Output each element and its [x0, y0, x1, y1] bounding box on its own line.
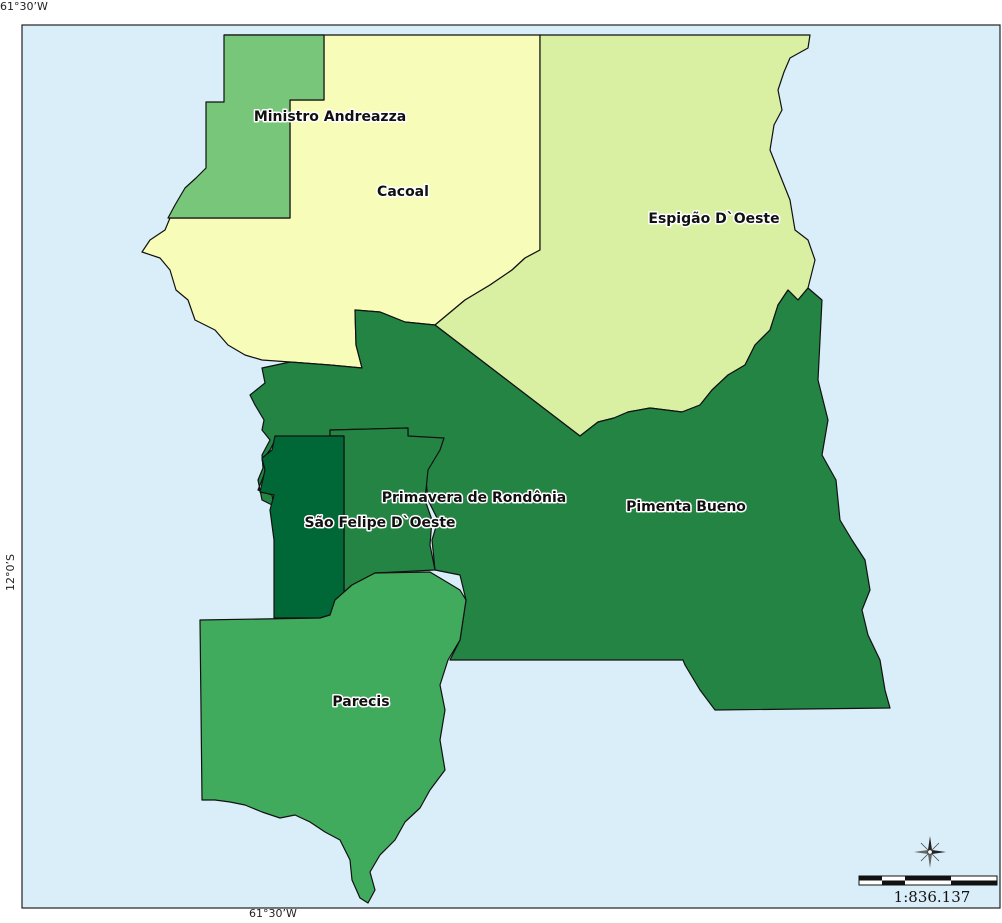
longitude-label-bottom: 61°30’W — [249, 907, 297, 920]
longitude-label-top: 61°30’W — [0, 0, 48, 13]
label-ministro-andreazza: Ministro Andreazza — [254, 109, 406, 125]
label-pimenta-bueno: Pimenta Bueno — [626, 499, 746, 515]
label-parecis: Parecis — [332, 694, 389, 710]
municipality-ministro-andreazza[interactable] — [167, 34, 325, 219]
scale-bar: 1:836.137 — [858, 875, 998, 906]
label-primavera-de-rondonia: Primavera de Rondônia — [382, 490, 566, 506]
label-cacoal: Cacoal — [377, 184, 429, 200]
compass-rose-icon — [914, 836, 946, 868]
municipality-parecis[interactable] — [199, 571, 467, 904]
label-sao-felipe-d-oeste: São Felipe D`Oeste — [304, 515, 455, 531]
scale-label: 1:836.137 — [894, 888, 971, 906]
label-espigao-d-oeste: Espigão D`Oeste — [648, 211, 779, 227]
